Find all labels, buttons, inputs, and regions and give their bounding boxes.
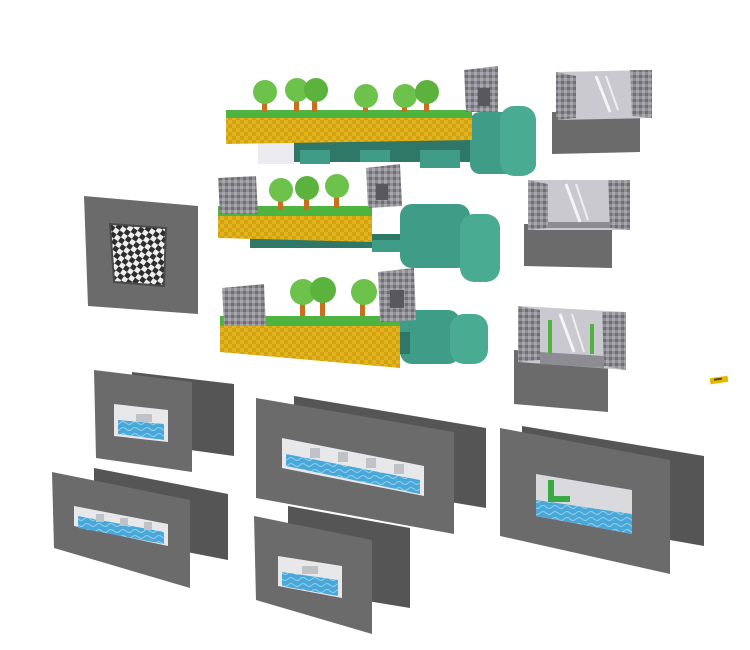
stone-ruin-icon [218,164,402,214]
yellow-marker-icon[interactable] [709,375,729,385]
forest-island-top[interactable] [226,66,536,176]
grass-strip [218,206,372,216]
light-beam-icon [564,183,589,223]
teal-pillar-icon [290,106,536,176]
stone-room-1[interactable] [552,70,652,154]
tree-icon [253,78,439,112]
water-window-icon [74,506,168,546]
water-window-panel-large-1[interactable] [256,396,486,534]
water-window-panel-green-pipe[interactable] [500,426,704,574]
grass-strip [226,110,472,118]
white-block [258,142,294,164]
water-window-panel-small-2[interactable] [254,506,410,634]
water-window-panel-large-2[interactable] [52,468,228,588]
tree-icon [290,277,377,316]
light-beam-icon [594,75,619,113]
water-window-icon [536,474,632,534]
stone-ruin-icon [464,66,498,112]
forest-island-middle[interactable] [218,164,500,282]
water-window-panel-small-1[interactable] [94,370,234,472]
light-beam-icon [558,313,585,353]
stone-room-2[interactable] [524,180,630,268]
stone-room-3[interactable] [514,306,626,412]
checker-portal-panel[interactable] [84,196,198,314]
dirt-block [220,320,400,368]
forest-island-bottom[interactable] [220,268,488,368]
dirt-block [218,208,372,242]
grass-strip [220,316,400,326]
tree-icon [269,174,349,210]
water-window-icon [282,438,424,496]
stone-ruin-icon [222,268,416,326]
dirt-block [226,112,472,144]
water-window-icon [114,404,168,442]
water-window-icon [278,556,342,598]
